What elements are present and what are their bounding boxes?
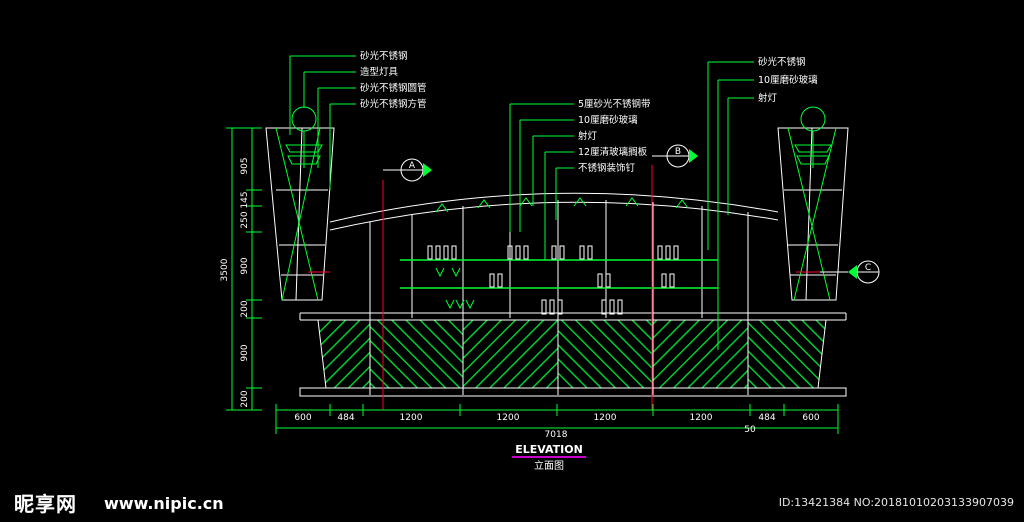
- glassware: [435, 267, 475, 310]
- dim-left-2: 145: [240, 191, 250, 208]
- dim-bottom-8: 600: [802, 413, 819, 423]
- bottom-dimension-values: 600 484 1200 1200 1200 1200 484 600 7018…: [294, 413, 819, 440]
- section-marker-c: C: [820, 260, 880, 284]
- label-center-5: 不锈钢装饰钉: [578, 162, 636, 174]
- dim-left-7: 200: [240, 390, 250, 407]
- watermark-id: ID:13421384 NO:20181010203133907039: [778, 496, 1014, 509]
- label-left-2: 造型灯具: [360, 66, 399, 78]
- labels-left: 砂光不锈钢 造型灯具 砂光不锈钢圆管 砂光不锈钢方管: [360, 50, 427, 110]
- drawing-title: ELEVATION 立面图: [512, 443, 586, 472]
- label-center-3: 射灯: [578, 130, 598, 142]
- dim-bottom-3: 1200: [400, 413, 423, 423]
- right-lamp-icon: [794, 106, 832, 168]
- canopy-spotlights: [435, 197, 689, 213]
- section-marker-b: B: [652, 144, 698, 168]
- marker-c-label: C: [865, 263, 871, 273]
- dim-bottom-7: 484: [758, 413, 775, 423]
- left-dimension-lines: [226, 127, 262, 411]
- dim-left-6: 900: [240, 344, 250, 361]
- label-right-2: 10厘磨砂玻璃: [758, 74, 818, 86]
- label-center-2: 10厘磨砂玻璃: [578, 114, 638, 126]
- dim-bottom-4: 1200: [497, 413, 520, 423]
- dim-left-4: 900: [240, 257, 250, 274]
- dim-left-1: 905: [240, 157, 250, 174]
- bottle-display: [427, 245, 679, 315]
- glass-shelves: [400, 259, 718, 289]
- label-right-3: 射灯: [758, 92, 778, 104]
- label-center-1: 5厘砂光不锈钢带: [578, 98, 651, 110]
- label-center-4: 12厘清玻璃搁板: [578, 146, 648, 158]
- dim-bottom-6: 1200: [690, 413, 713, 423]
- left-dimension-values: 905 145 250 900 200 900 200 3500: [220, 157, 250, 407]
- dim-bottom-2: 484: [337, 413, 354, 423]
- dim-bottom-1: 600: [294, 413, 311, 423]
- watermark-site[interactable]: www.nipic.cn: [104, 494, 224, 513]
- label-left-4: 砂光不锈钢方管: [360, 98, 427, 110]
- label-right-1: 砂光不锈钢: [758, 56, 806, 68]
- dim-left-3: 250: [240, 211, 250, 228]
- section-cut-lines: [308, 165, 820, 410]
- labels-right: 砂光不锈钢 10厘磨砂玻璃 射灯: [758, 56, 818, 104]
- label-left-1: 砂光不锈钢: [360, 50, 408, 62]
- section-marker-a: A: [383, 158, 432, 182]
- dim-left-5: 200: [240, 300, 250, 317]
- labels-center: 5厘砂光不锈钢带 10厘磨砂玻璃 射灯 12厘清玻璃搁板 不锈钢装饰钉: [578, 98, 651, 174]
- dim-bottom-total: 7018: [545, 430, 568, 440]
- dim-bottom-5: 1200: [594, 413, 617, 423]
- dim-bottom-extra: 50: [744, 425, 756, 435]
- counter-body: [299, 319, 847, 397]
- dim-left-total: 3500: [220, 258, 230, 281]
- label-left-3: 砂光不锈钢圆管: [360, 82, 427, 94]
- marker-b-label: B: [675, 147, 681, 157]
- watermark-logo: 昵享网: [14, 492, 77, 516]
- arch-canopy: [329, 192, 779, 231]
- marker-a-label: A: [409, 161, 416, 171]
- title-subtitle: 立面图: [534, 459, 564, 472]
- leader-lines: [289, 55, 754, 350]
- title-elevation: ELEVATION: [515, 443, 583, 456]
- bottom-dimension-lines: [275, 404, 839, 434]
